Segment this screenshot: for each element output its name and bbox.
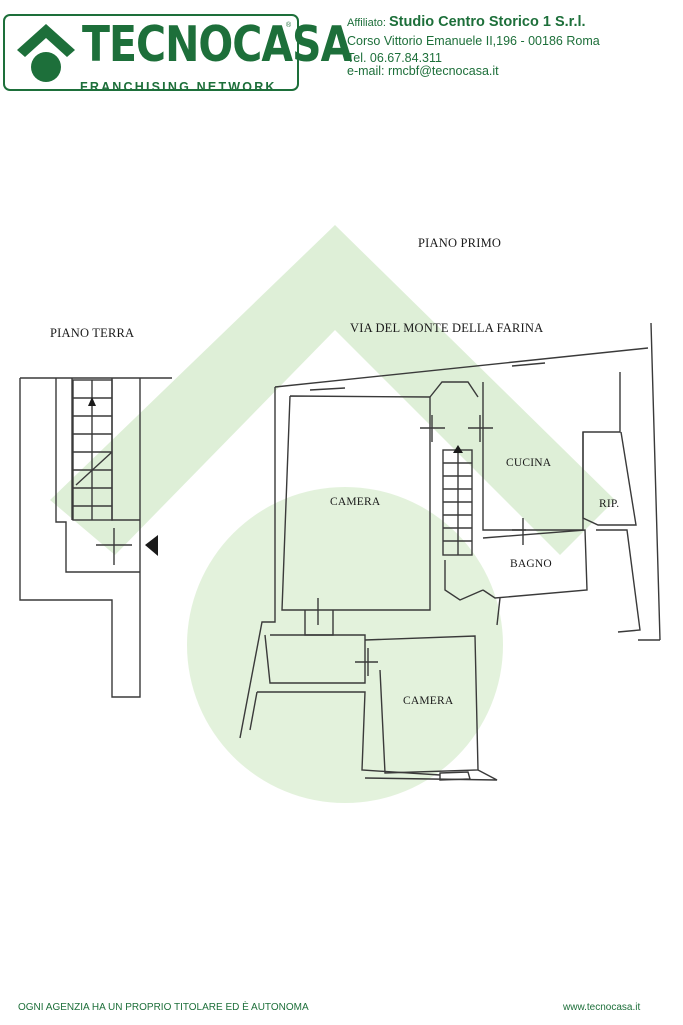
stairs-up-arrow-icon — [88, 397, 96, 406]
first-floor-outer-walls — [274, 322, 661, 641]
room-label-rip: RIP. — [599, 498, 620, 510]
watermark-logo-icon — [50, 225, 615, 803]
agency-address: Corso Vittorio Emanuele II,196 - 00186 R… — [347, 34, 600, 48]
stairs-up-arrow-icon — [453, 445, 463, 453]
ground-floor-walls — [19, 377, 172, 698]
agency-phone: Tel. 06.67.84.311 — [347, 51, 442, 65]
agency-name: Studio Centro Storico 1 S.r.l. — [389, 14, 586, 30]
floor-label-first: PIANO PRIMO — [418, 236, 502, 250]
agency-name-line: Affiliato: Studio Centro Storico 1 S.r.l… — [347, 14, 586, 30]
footer-website-link[interactable]: www.tecnocasa.it — [563, 1002, 641, 1013]
street-label: VIA DEL MONTE DELLA FARINA — [350, 321, 544, 335]
agency-prefix: Affiliato: — [347, 17, 386, 29]
house-circle-logo-icon — [17, 24, 75, 82]
room-label-bagno: BAGNO — [510, 558, 552, 570]
brand-subtitle: FRANCHISING NETWORK — [80, 80, 277, 94]
room-label-camera-top: CAMERA — [330, 496, 381, 508]
entrance-arrow-icon — [145, 535, 158, 556]
agency-email: e-mail: rmcbf@tecnocasa.it — [347, 64, 499, 78]
brand-wordmark: TECNOCASA — [82, 15, 352, 74]
tecnocasa-logo — [3, 14, 299, 91]
footer-disclaimer: OGNI AGENZIA HA UN PROPRIO TITOLARE ED È… — [18, 1002, 309, 1013]
first-floor-stairs — [442, 449, 473, 556]
room-label-camera-bottom: CAMERA — [403, 695, 454, 707]
walls — [19, 322, 661, 781]
registered-mark: ® — [286, 22, 292, 29]
floor-label-ground: PIANO TERRA — [50, 326, 135, 340]
room-label-cucina: CUCINA — [506, 457, 552, 469]
